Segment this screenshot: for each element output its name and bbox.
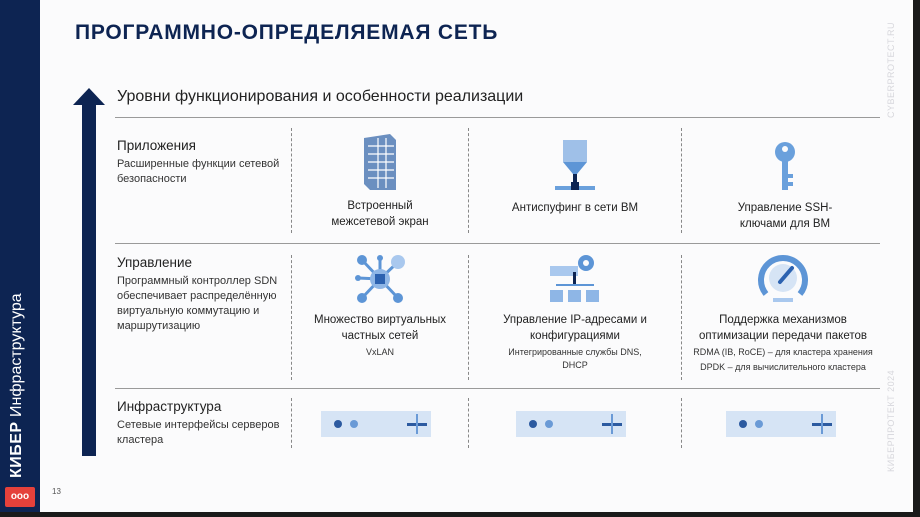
feature-subtitle: RDMA (IB, RoCE) – для кластера хранения <box>693 347 873 357</box>
brand-text: КИБЕР Инфраструктура <box>8 278 26 478</box>
watermark-bottom: КИБЕРПРОТЕКТ 2024 <box>886 369 896 472</box>
feature-ipam: Управление IP-адресами и конфигурациями … <box>475 254 675 372</box>
feature-title: Множество виртуальных частных сетей <box>313 314 447 342</box>
feature-vpn: Множество виртуальных частных сетей VxLA… <box>300 254 460 359</box>
divider <box>115 388 880 389</box>
speedometer-icon <box>758 255 808 302</box>
arrow-shaft <box>82 103 96 456</box>
feature-antispoofing: Антиспуфинг в сети ВМ <box>475 138 675 216</box>
divider <box>468 128 469 233</box>
logo: ооо <box>5 487 35 507</box>
network-hub-icon <box>355 255 405 303</box>
divider <box>115 117 880 118</box>
feature-title: Управление SSH-ключами для ВМ <box>737 202 833 230</box>
feature-title: Управление IP-адресами и конфигурациями <box>503 314 647 342</box>
feature-subtitle: VxLAN <box>365 347 394 357</box>
feature-subtitle: DPDK – для вычислительного кластера <box>700 362 866 372</box>
row-label-applications: Приложения Расширенные функции сетевой б… <box>117 138 292 187</box>
feature-subtitle: Интегрированные службы DNS, DHCP <box>508 347 642 370</box>
page-title: ПРОГРАММНО-ОПРЕДЕЛЯЕМАЯ СЕТЬ <box>75 21 499 44</box>
feature-ssh-keys: Управление SSH-ключами для ВМ <box>700 140 870 232</box>
brand-rest: Инфраструктура <box>8 293 25 417</box>
key-icon <box>775 142 795 190</box>
divider <box>291 128 292 233</box>
divider <box>291 398 292 448</box>
subtitle: Уровни функционирования и особенности ре… <box>117 88 524 105</box>
row-title: Управление <box>117 255 193 270</box>
hierarchy-gear-icon <box>550 255 599 302</box>
page-number: 13 <box>52 487 61 496</box>
feature-packet-optimization: Поддержка механизмов оптимизации передач… <box>686 254 880 374</box>
sidebar: КИБЕР Инфраструктура ооо <box>0 0 40 512</box>
row-desc: Сетевые интерфейсы серверов кластера <box>117 419 280 446</box>
feature-title: Поддержка механизмов оптимизации передач… <box>698 314 867 342</box>
row-desc: Программный контроллер SDN обеспечивает … <box>117 275 278 332</box>
brand-bold: КИБЕР <box>8 421 25 478</box>
divider <box>681 128 682 233</box>
divider <box>291 255 292 380</box>
network-interface-icon <box>321 411 431 437</box>
divider <box>681 398 682 448</box>
feature-title: Встроенный межсетевой экран <box>331 200 429 228</box>
feature-firewall: Встроенный межсетевой экран <box>300 132 460 230</box>
network-interface-icon <box>726 411 836 437</box>
network-interface-icon <box>516 411 626 437</box>
row-desc: Расширенные функции сетевой безопасности <box>117 158 280 185</box>
watermark-top: CYBERPROTECT.RU <box>886 21 896 118</box>
row-label-management: Управление Программный контроллер SDN об… <box>117 255 292 334</box>
arrow-up-icon <box>73 88 105 105</box>
row-title: Инфраструктура <box>117 399 222 414</box>
firewall-icon <box>364 134 396 190</box>
divider <box>468 398 469 448</box>
row-label-infrastructure: Инфраструктура Сетевые интерфейсы сервер… <box>117 399 292 448</box>
filter-icon <box>555 140 595 190</box>
divider <box>681 255 682 380</box>
divider <box>115 243 880 244</box>
row-title: Приложения <box>117 138 196 153</box>
divider <box>468 255 469 380</box>
feature-title: Антиспуфинг в сети ВМ <box>511 202 639 214</box>
